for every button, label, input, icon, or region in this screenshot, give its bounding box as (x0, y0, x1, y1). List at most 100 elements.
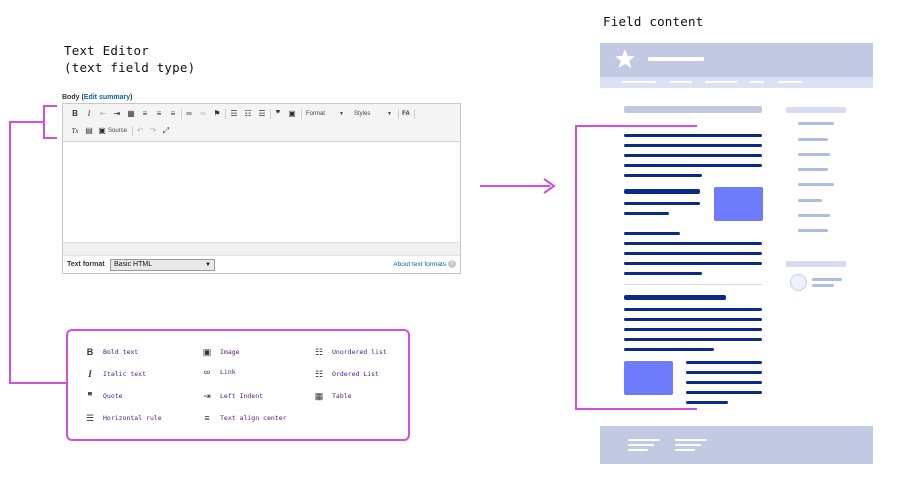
source-icon[interactable]: ▣ (98, 126, 106, 135)
anchor-flag-icon[interactable]: ⚑ (213, 109, 221, 118)
legend-left-indent: Left Indent (220, 392, 264, 400)
mock-text-line (686, 401, 728, 404)
link-icon[interactable]: ∞ (186, 109, 192, 118)
legend-ordered-list: Ordered List (332, 370, 379, 378)
unlink-icon[interactable]: ∞ (200, 109, 206, 118)
mock-footer-line (628, 439, 660, 441)
text-format-select[interactable]: Basic HTML ▼ (110, 259, 215, 271)
bulleted-list-icon[interactable]: ☰ (230, 109, 238, 118)
mock-text-line (624, 338, 762, 341)
maximize-icon[interactable]: ⤢ (162, 126, 170, 135)
ordered-list-icon: ☷ (314, 369, 324, 379)
numbered-list-icon[interactable]: ☷ (244, 109, 252, 118)
mock-footer-line (675, 449, 695, 451)
format-dropdown[interactable]: Format▼ (306, 108, 346, 120)
text-editor-heading-line1: Text Editor (64, 43, 149, 58)
mock-text-line (624, 164, 762, 167)
mock-subheading (624, 189, 700, 194)
outdent-icon[interactable]: ⇤ (99, 109, 107, 118)
image-icon[interactable]: ▣ (288, 109, 296, 118)
help-icon[interactable]: ? (448, 260, 456, 268)
mock-sidebar-title (786, 261, 846, 267)
body-field-label: Body (Edit summary) (62, 94, 132, 101)
bold-icon[interactable]: B (72, 109, 78, 118)
unordered-list-icon: ☷ (314, 347, 324, 357)
body-label-open-paren: ( (81, 94, 84, 101)
mock-sidebar-link (798, 168, 828, 171)
toolbar-bracket-top (43, 105, 57, 107)
mock-image (624, 361, 673, 395)
mock-sidebar-link (798, 153, 830, 156)
content-bracket-bottom (575, 408, 697, 410)
undo-icon[interactable]: ↶ (136, 126, 144, 135)
align-left-icon[interactable]: ≡ (142, 109, 148, 118)
blockquote-icon[interactable]: ❞ (275, 109, 281, 118)
legend-quote: Quote (103, 392, 123, 400)
mock-sidebar-link (798, 183, 834, 186)
connector-vertical (9, 121, 11, 383)
connector-top-arm (10, 121, 44, 123)
styles-dropdown[interactable]: Styles▼ (354, 108, 394, 120)
text-format-label: Text format (67, 261, 105, 268)
legend-bold-text: Bold text (103, 348, 139, 356)
about-text-formats-link[interactable]: About text formats (393, 261, 446, 268)
connector-bottom-arm (9, 382, 67, 384)
mock-nav-item (670, 81, 692, 83)
chevron-down-icon: ▼ (387, 111, 392, 117)
mock-image (714, 187, 763, 221)
legend-link: Link (220, 368, 236, 376)
source-button[interactable]: Source (108, 128, 128, 134)
legend-table: Table (332, 392, 352, 400)
text-editor-heading-line2: (text field type) (64, 60, 196, 75)
horizontal-rule-icon[interactable]: ☰ (258, 109, 266, 118)
mock-text-line (686, 361, 762, 364)
align-center-icon: ≡ (204, 413, 210, 423)
mock-text-line (624, 174, 702, 177)
text-editor-heading: Text Editor (text field type) (64, 42, 195, 76)
mock-footer-line (675, 439, 707, 441)
quote-icon: ❞ (87, 391, 93, 401)
body-label-text: Body (62, 94, 80, 101)
text-format-value: Basic HTML (114, 261, 153, 268)
indent-icon[interactable]: ⇥ (113, 109, 121, 118)
align-center-icon[interactable]: ≡ (156, 109, 162, 118)
editor-toolbar: B I ⇤ ⇥ ▦ ≡ ≡ ≡ ∞ ∞ ⚑ ☰ ☷ ☰ ❞ ▣ Format▼ … (63, 104, 460, 142)
redo-icon[interactable]: ↷ (149, 126, 157, 135)
toolbar-bracket-left (43, 105, 45, 139)
mock-text-line (686, 391, 762, 394)
mock-sidebar-link (798, 229, 828, 232)
content-bracket-vertical (575, 125, 577, 410)
toolbar-legend: B Bold text I Italic text ❞ Quote ☰ Hori… (66, 329, 410, 441)
chevron-down-icon: ▼ (205, 262, 211, 268)
font-awesome-button[interactable]: FA (402, 111, 410, 117)
mock-footer-line (675, 444, 701, 446)
mock-text-line (624, 144, 762, 147)
align-right-icon[interactable]: ≡ (170, 109, 176, 118)
mock-sidebar-link (798, 199, 822, 202)
mock-text-line (624, 242, 762, 245)
arrow-shaft (480, 185, 550, 187)
remove-format-icon[interactable]: Tx (71, 127, 79, 135)
field-content-mock-page (600, 43, 873, 464)
mock-footer-line (628, 444, 654, 446)
editor-status-bar (63, 242, 460, 255)
link-icon: ∞ (203, 367, 211, 377)
star-icon (615, 49, 635, 68)
legend-image: Image (220, 348, 240, 356)
mock-sidebar-link (798, 214, 830, 217)
content-bracket-top (575, 125, 697, 127)
mock-subheading (624, 295, 726, 300)
editor-content-area[interactable] (63, 142, 460, 242)
mock-sidebar-link (798, 122, 834, 125)
italic-icon[interactable]: I (87, 109, 91, 118)
edit-summary-link[interactable]: Edit summary (83, 94, 131, 101)
mock-footer-line (628, 449, 648, 451)
text-format-bar: Text format Basic HTML ▼ About text form… (63, 255, 460, 273)
mock-text-line (686, 371, 762, 374)
italic-icon: I (88, 369, 92, 379)
table-icon[interactable]: ▦ (127, 109, 135, 118)
mock-sidebar (786, 104, 846, 406)
mock-sidebar-text (812, 278, 842, 281)
mock-text-line (624, 348, 714, 351)
paste-icon[interactable]: ▤ (85, 126, 93, 135)
